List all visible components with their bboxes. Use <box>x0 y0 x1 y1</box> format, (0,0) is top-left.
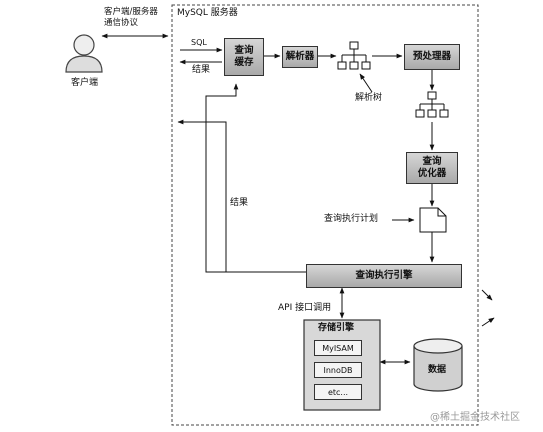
parse-tree-icon-lower <box>415 91 449 118</box>
watermark: @稀土掘金技术社区 <box>430 412 520 423</box>
decor-arrow-b <box>481 317 495 327</box>
storage-engine-label: 存储引擎 <box>318 323 355 333</box>
engine-myisam: MyISAM <box>314 340 362 356</box>
optimizer-box: 查询 优化器 <box>406 152 458 184</box>
engine-innodb: InnoDB <box>314 362 362 378</box>
decor-arrow-a <box>481 289 493 301</box>
preprocessor-box: 预处理器 <box>404 44 460 70</box>
parse-tree-icon-upper <box>337 41 371 70</box>
server-boundary <box>171 4 479 426</box>
client-person-icon <box>65 34 103 73</box>
engine-etc: etc... <box>314 384 362 400</box>
engine-to-cache-arrow <box>205 83 306 273</box>
sql-label: SQL <box>191 38 207 47</box>
execution-engine-box: 查询执行引擎 <box>306 264 462 288</box>
client-label: 客户端 <box>71 78 99 88</box>
parser-box: 解析器 <box>282 46 318 68</box>
server-title: MySQL 服务器 <box>177 8 238 18</box>
plan-document-icon <box>419 207 447 233</box>
data-cylinder-icon <box>413 338 463 392</box>
parse-tree-label-arrow <box>359 73 373 93</box>
api-label: API 接口调用 <box>278 303 332 313</box>
data-label: 数据 <box>428 365 447 375</box>
protocol-label: 客户端/服务器 通信协议 <box>104 7 158 28</box>
result-left-label: 结果 <box>230 198 249 208</box>
execution-plan-label: 查询执行计划 <box>324 214 379 224</box>
result-top-label: 结果 <box>192 65 211 75</box>
query-cache-box: 查询 缓存 <box>224 38 264 76</box>
engine-to-result-arrow <box>177 119 227 272</box>
parse-tree-label: 解析树 <box>355 93 383 103</box>
